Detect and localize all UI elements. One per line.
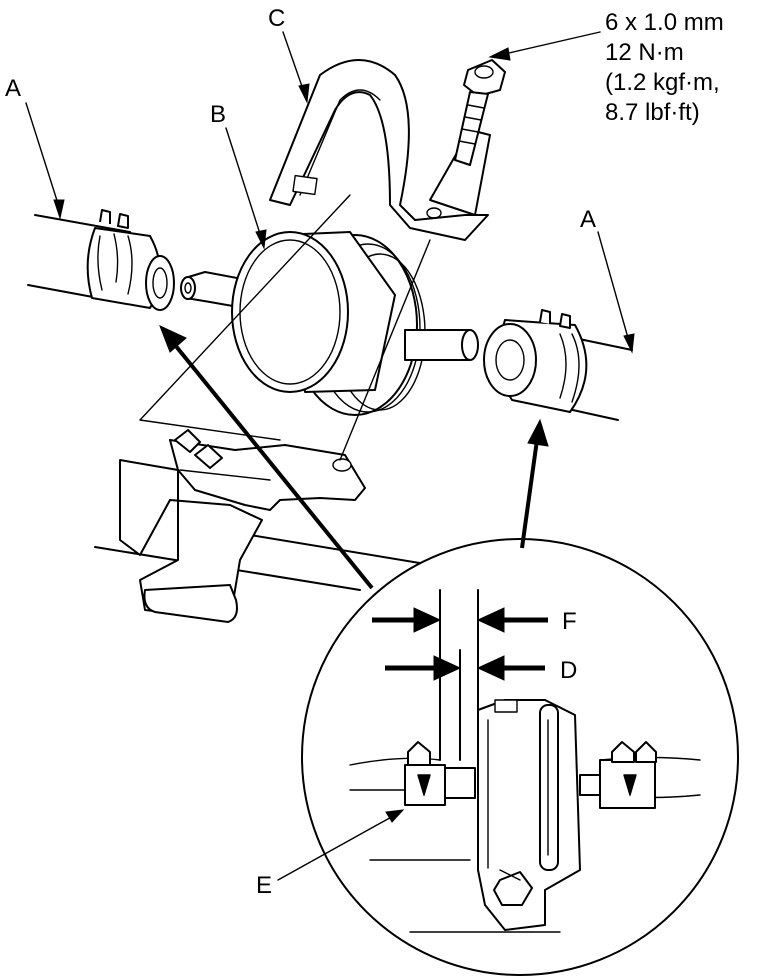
torque-spec-bolt-size: 6 x 1.0 mm: [605, 9, 724, 36]
label-b: B: [210, 101, 226, 128]
label-a-right: A: [580, 206, 596, 233]
leader-lines: [25, 31, 635, 881]
torque-spec-nm: 12 N·m: [605, 39, 684, 66]
torque-spec-kgfm: (1.2 kgf·m,: [605, 69, 720, 96]
left-fuel-hose: [27, 209, 175, 311]
label-e: E: [256, 872, 272, 899]
dimension-f-arrows: [372, 607, 548, 633]
label-f: F: [562, 608, 577, 635]
label-c: C: [268, 5, 285, 32]
detail-inset: [301, 538, 739, 976]
inset-pointer-arrows: [159, 325, 549, 590]
label-a-left: A: [5, 75, 21, 102]
dimension-d-arrows: [385, 655, 545, 681]
mounting-bolt: [454, 59, 506, 166]
torque-spec: 6 x 1.0 mm 12 N·m (1.2 kgf·m, 8.7 lbf·ft…: [605, 9, 724, 126]
filter-clamp: [269, 59, 491, 241]
alignment-lines: [139, 194, 431, 461]
label-d: D: [560, 657, 577, 684]
fuel-filter: [180, 231, 479, 416]
right-fuel-hose: [483, 309, 633, 421]
lower-bracket: [94, 429, 451, 623]
torque-spec-lbfft: 8.7 lbf·ft): [605, 99, 700, 126]
